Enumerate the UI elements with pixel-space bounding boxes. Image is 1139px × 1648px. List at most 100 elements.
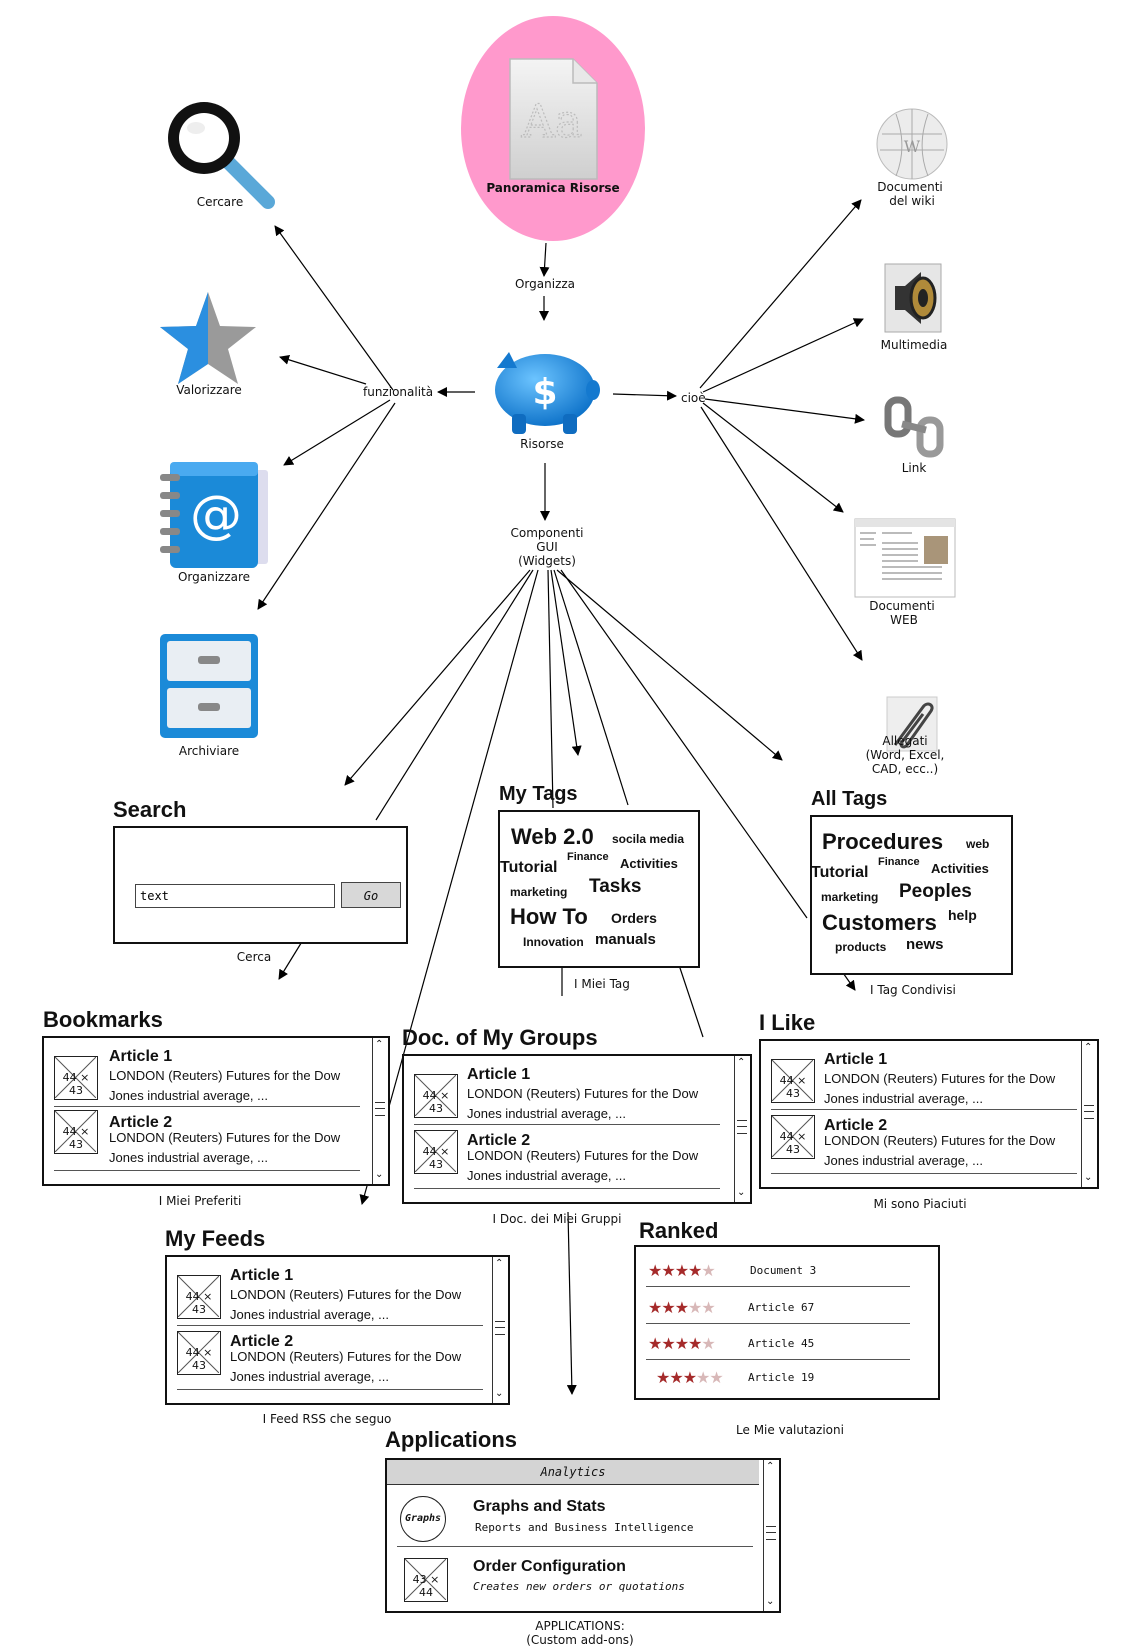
tag-manuals[interactable]: manuals [595,931,656,948]
scroll-down-icon[interactable]: ⌄ [737,1187,746,1198]
tag-tutorial-all[interactable]: Tutorial [811,864,869,881]
star-icon[interactable] [158,290,258,390]
list-item[interactable]: 44 × 43 Article 2 LONDON (Reuters) Futur… [761,1111,1079,1181]
ranked-item-label[interactable]: Article 45 [748,1337,815,1350]
ranked-item-label[interactable]: Article 67 [748,1301,815,1314]
list-item[interactable]: 44 × 43 Article 1 LONDON (Reuters) Futur… [761,1041,1079,1111]
star-rating[interactable]: ★★★★★ [648,1334,716,1353]
article-title[interactable]: Article 1 [109,1048,173,1065]
star-filled-icon[interactable]: ★ [688,1334,702,1353]
scroll-thumb[interactable] [766,1526,776,1540]
tag-activities-all[interactable]: Activities [931,861,989,876]
list-item[interactable]: 44 × 43 Article 2 LONDON (Reuters) Futur… [44,1108,362,1178]
star-empty-icon[interactable]: ★ [709,1368,723,1387]
tag-tasks[interactable]: Tasks [589,876,642,897]
scrollbar[interactable]: ⌃ ⌄ [734,1056,750,1202]
tag-marketing[interactable]: marketing [510,885,568,899]
list-item[interactable]: 44 × 43 Article 1 LONDON (Reuters) Futur… [44,1038,362,1108]
scrollbar[interactable]: ⌃ ⌄ [763,1460,779,1611]
star-empty-icon[interactable]: ★ [701,1298,715,1317]
star-empty-icon[interactable]: ★ [701,1334,715,1353]
star-filled-icon[interactable]: ★ [648,1261,662,1280]
ranked-item-label[interactable]: Article 19 [748,1371,815,1384]
star-empty-icon[interactable]: ★ [701,1261,715,1280]
go-button[interactable]: Go [341,882,401,908]
piggy-bank-icon[interactable]: $ [487,346,601,442]
star-filled-icon[interactable]: ★ [674,1334,689,1353]
ranked-row[interactable]: ★★★★★Article 67 [636,1298,936,1328]
app-item-graphs[interactable]: Graphs Graphs and Stats Reports and Busi… [387,1486,759,1548]
star-rating[interactable]: ★★★★★ [648,1261,716,1280]
tag-web[interactable]: web [966,837,990,851]
tag-products[interactable]: products [835,940,887,954]
star-filled-icon[interactable]: ★ [661,1261,675,1280]
article-title[interactable]: Article 2 [109,1114,173,1131]
scroll-down-icon[interactable]: ⌄ [766,1596,775,1607]
filing-cabinet-icon[interactable] [158,632,260,744]
scrollbar[interactable]: ⌃ ⌄ [1081,1041,1097,1187]
star-filled-icon[interactable]: ★ [648,1334,662,1353]
ranked-row[interactable]: ★★★★★Article 19 [636,1368,936,1398]
star-filled-icon[interactable]: ★ [648,1298,662,1317]
tag-how-to[interactable]: How To [510,904,588,929]
scroll-down-icon[interactable]: ⌄ [375,1169,384,1180]
star-rating[interactable]: ★★★★★ [656,1368,724,1387]
scroll-up-icon[interactable]: ⌃ [375,1039,384,1050]
star-filled-icon[interactable]: ★ [674,1298,689,1317]
scroll-up-icon[interactable]: ⌃ [766,1461,775,1472]
star-filled-icon[interactable]: ★ [656,1368,670,1387]
scroll-down-icon[interactable]: ⌄ [495,1388,504,1399]
address-book-icon[interactable]: @ [158,460,272,576]
scroll-thumb[interactable] [375,1102,385,1116]
star-empty-icon[interactable]: ★ [688,1298,702,1317]
tag-activities[interactable]: Activities [620,856,678,871]
article-title[interactable]: Article 1 [230,1267,294,1284]
speaker-icon[interactable] [883,262,943,338]
magnifier-icon[interactable] [160,98,278,214]
star-rating[interactable]: ★★★★★ [648,1298,716,1317]
web-page-icon[interactable] [854,518,956,602]
list-item[interactable]: 44 × 43 Article 1 LONDON (Reuters) Futur… [404,1056,722,1126]
ranked-row[interactable]: ★★★★★Document 3 [636,1261,936,1291]
analytics-title-bar[interactable]: Analytics [387,1460,759,1485]
search-input[interactable] [135,884,335,908]
star-empty-icon[interactable]: ★ [696,1368,710,1387]
list-item[interactable]: 44 × 43 Article 2 LONDON (Reuters) Futur… [404,1126,722,1196]
star-filled-icon[interactable]: ★ [674,1261,689,1280]
article-title[interactable]: Article 2 [230,1333,294,1350]
article-title[interactable]: Article 2 [824,1117,888,1134]
tag-marketing-all[interactable]: marketing [821,890,879,904]
star-filled-icon[interactable]: ★ [661,1334,675,1353]
scroll-down-icon[interactable]: ⌄ [1084,1172,1093,1183]
tag-finance-all[interactable]: Finance [878,856,920,868]
paperclip-icon[interactable] [877,695,939,757]
tag-news[interactable]: news [906,936,944,953]
scrollbar[interactable]: ⌃ ⌄ [372,1038,388,1184]
app-title[interactable]: Graphs and Stats [473,1498,606,1515]
tag-finance[interactable]: Finance [567,851,609,863]
chain-link-icon[interactable] [884,396,946,462]
tag-tutorial[interactable]: Tutorial [500,859,558,876]
scroll-thumb[interactable] [737,1120,747,1134]
tag-innovation[interactable]: Innovation [523,935,584,949]
app-title[interactable]: Order Configuration [473,1558,626,1575]
article-title[interactable]: Article 2 [467,1132,531,1149]
ranked-row[interactable]: ★★★★★Article 45 [636,1334,936,1364]
tag-help[interactable]: help [948,907,977,923]
star-filled-icon[interactable]: ★ [661,1298,675,1317]
scroll-up-icon[interactable]: ⌃ [1084,1042,1093,1053]
scroll-up-icon[interactable]: ⌃ [495,1258,504,1269]
scroll-up-icon[interactable]: ⌃ [737,1057,746,1068]
tag-orders[interactable]: Orders [611,910,657,926]
star-filled-icon[interactable]: ★ [688,1261,702,1280]
article-title[interactable]: Article 1 [467,1066,531,1083]
list-item[interactable]: 44 × 43 Article 2 LONDON (Reuters) Futur… [167,1327,485,1397]
ranked-item-label[interactable]: Document 3 [750,1264,817,1277]
scroll-thumb[interactable] [495,1321,505,1335]
star-filled-icon[interactable]: ★ [682,1368,697,1387]
wiki-globe-icon[interactable]: W [874,106,950,186]
article-title[interactable]: Article 1 [824,1051,888,1068]
tag-social-media[interactable]: socila media [612,832,685,846]
star-filled-icon[interactable]: ★ [669,1368,683,1387]
tag-procedures[interactable]: Procedures [822,829,944,854]
